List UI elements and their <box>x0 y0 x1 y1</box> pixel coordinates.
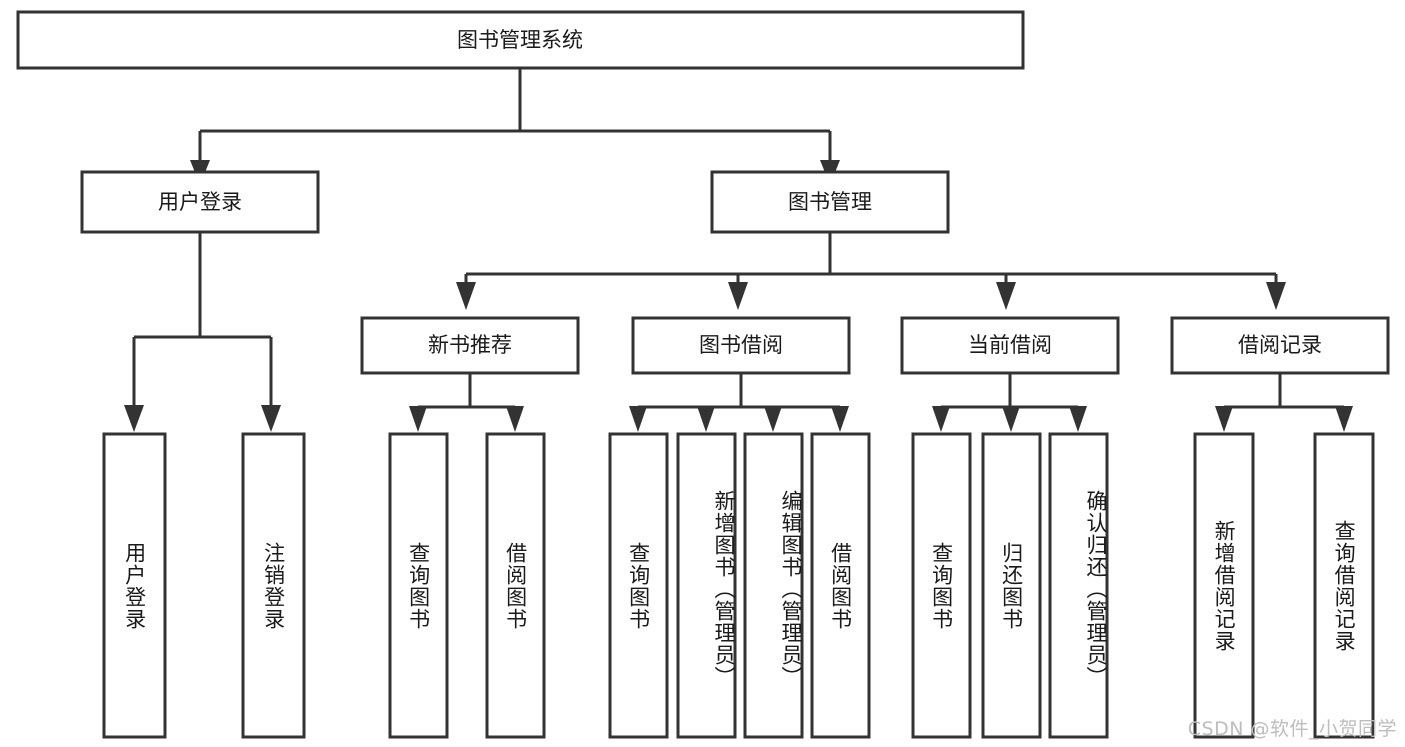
arrowhead-user-login-leaf-1 <box>124 405 144 432</box>
node-leaf-borrow-record-1[interactable] <box>1193 432 1255 739</box>
node-leaf-current-borrow-1[interactable] <box>911 432 972 739</box>
node-leaf-book-borrow-3[interactable] <box>743 432 804 739</box>
arrowhead-book-borrow <box>728 282 748 310</box>
label-root: 图书管理系统 <box>457 28 583 52</box>
arrowhead-book-borrow-leaf-2 <box>697 406 715 432</box>
arrowhead-borrow-record <box>1266 282 1286 310</box>
node-leaf-book-borrow-2[interactable] <box>676 432 737 739</box>
node-box-group <box>16 10 1390 739</box>
node-leaf-new-book-1[interactable] <box>388 432 449 739</box>
label-borrow-record: 借阅记录 <box>1238 333 1322 357</box>
arrowhead-group <box>124 160 1353 432</box>
node-leaf-current-borrow-2[interactable] <box>981 432 1042 739</box>
arrowhead-current-borrow-leaf-2 <box>1002 406 1020 432</box>
arrowhead-book-borrow-leaf-1 <box>629 406 647 432</box>
node-leaf-new-book-2[interactable] <box>485 432 546 739</box>
arrowhead-borrow-record-leaf-2 <box>1335 406 1353 432</box>
arrowhead-user-login-leaf-2 <box>261 405 281 432</box>
arrowhead-borrow-record-leaf-1 <box>1215 406 1233 432</box>
node-user-login[interactable] <box>80 170 320 234</box>
node-current-borrow[interactable] <box>900 316 1120 375</box>
label-new-book-recommend: 新书推荐 <box>428 333 512 357</box>
label-current-borrow: 当前借阅 <box>968 333 1052 357</box>
node-leaf-user-login-1[interactable] <box>102 432 167 739</box>
node-book-management[interactable] <box>710 170 950 234</box>
arrowhead-current-borrow-leaf-1 <box>932 406 950 432</box>
node-leaf-current-borrow-3[interactable] <box>1048 432 1109 739</box>
csdn-watermark: CSDN @软件_小贺同学 <box>1187 718 1397 740</box>
node-leaf-user-login-2[interactable] <box>241 432 306 739</box>
node-book-borrow[interactable] <box>631 316 851 375</box>
label-user-login: 用户登录 <box>158 190 242 214</box>
node-leaf-book-borrow-4[interactable] <box>810 432 871 739</box>
node-root[interactable] <box>16 10 1025 70</box>
node-leaf-borrow-record-2[interactable] <box>1313 432 1375 739</box>
arrowhead-book-borrow-leaf-3 <box>764 406 782 432</box>
label-book-borrow: 图书借阅 <box>699 333 783 357</box>
label-book-management: 图书管理 <box>788 190 872 214</box>
node-leaf-book-borrow-1[interactable] <box>608 432 669 739</box>
arrowhead-new-book-leaf-2 <box>506 406 524 432</box>
arrowhead-new-book-leaf-1 <box>409 406 427 432</box>
node-new-book-recommend[interactable] <box>360 316 580 375</box>
arrowhead-new-book <box>456 282 476 310</box>
arrowhead-book-borrow-leaf-4 <box>831 406 849 432</box>
node-label-group: 图书管理系统 用户登录 图书管理 新书推荐 图书借阅 当前借阅 借阅记录 <box>158 28 1322 357</box>
arrowhead-current-borrow <box>996 282 1016 310</box>
arrowhead-current-borrow-leaf-3 <box>1069 406 1087 432</box>
node-borrow-record[interactable] <box>1170 316 1390 375</box>
